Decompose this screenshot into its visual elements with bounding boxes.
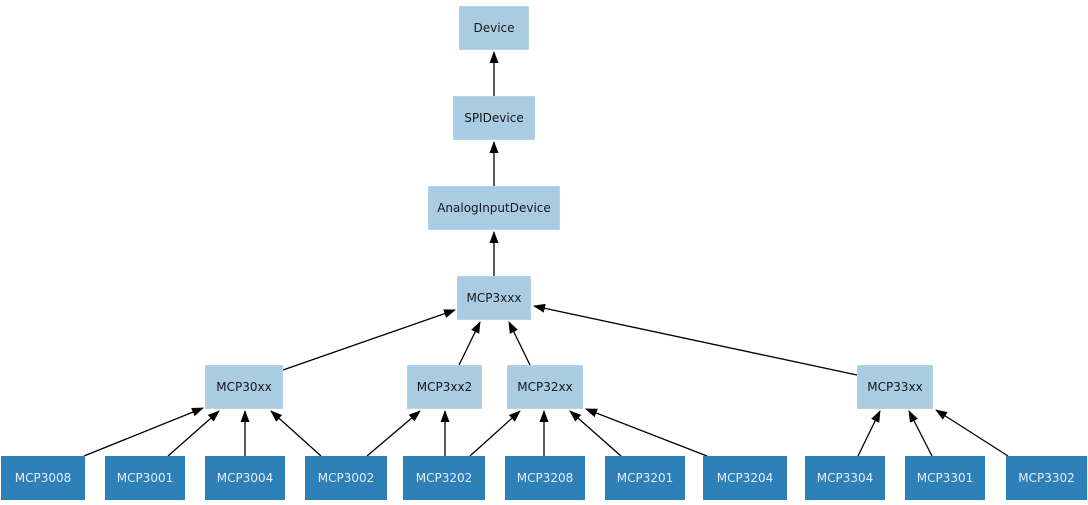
inherits-edge-MCP3302-to-MCP33xx [935, 409, 1009, 457]
class-node-MCP3001[interactable]: MCP3001 [105, 456, 185, 500]
class-node-SPIDevice[interactable]: SPIDevice [453, 96, 535, 140]
class-node-label: AnalogInputDevice [437, 201, 551, 215]
class-node-MCP33xx[interactable]: MCP33xx [857, 365, 933, 409]
class-node-label: MCP3304 [816, 471, 874, 485]
class-node-label: MCP3201 [616, 471, 674, 485]
inherits-edge-MCP3301-to-MCP33xx [908, 410, 933, 457]
class-node-label: MCP3208 [516, 471, 574, 485]
class-node-label: MCP33xx [867, 380, 923, 394]
class-node-MCP3208[interactable]: MCP3208 [505, 456, 585, 500]
class-node-MCP30xx[interactable]: MCP30xx [205, 365, 283, 409]
inherits-edge-MCP3202-to-MCP32xx [469, 410, 521, 457]
class-node-MCP3302[interactable]: MCP3302 [1006, 456, 1087, 500]
class-node-MCP3304[interactable]: MCP3304 [805, 456, 885, 500]
class-node-MCP3202[interactable]: MCP3202 [403, 456, 485, 500]
inherits-edge-MCP33xx-to-MCP3xxx [533, 303, 858, 376]
class-node-MCP3xxx[interactable]: MCP3xxx [457, 276, 531, 320]
class-node-label: MCP3301 [916, 471, 974, 485]
inherits-edge-MCP3001-to-MCP30xx [167, 410, 220, 457]
inherits-edge-MCP3002-to-MCP30xx [270, 410, 322, 457]
inherits-edge-MCP32xx-to-MCP3xxx [508, 321, 531, 366]
class-node-label: MCP3302 [1018, 471, 1075, 485]
inherits-edge-MCP3304-to-MCP33xx [857, 410, 881, 457]
inherits-edge-MCP3002-to-MCP3xx2 [366, 410, 421, 457]
inherits-edge-MCP3204-to-MCP32xx [585, 408, 708, 457]
class-node-label: MCP30xx [216, 380, 272, 394]
class-node-AnalogInputDevice[interactable]: AnalogInputDevice [428, 186, 560, 230]
class-node-MCP3xx2[interactable]: MCP3xx2 [407, 365, 482, 409]
inherits-edge-MCP3xx2-to-MCP3xxx [458, 321, 481, 366]
class-node-label: Device [473, 21, 515, 35]
class-node-label: MCP3204 [716, 471, 774, 485]
class-node-Device[interactable]: Device [459, 6, 529, 50]
inherits-edge-MCP3008-to-MCP30xx [83, 407, 204, 457]
class-node-MCP3204[interactable]: MCP3204 [703, 456, 787, 500]
class-node-MCP32xx[interactable]: MCP32xx [507, 365, 583, 409]
class-node-MCP3008[interactable]: MCP3008 [1, 456, 85, 500]
inherits-edge-MCP30xx-to-MCP3xxx [282, 309, 456, 371]
class-node-label: MCP3xx2 [416, 380, 473, 394]
class-node-label: SPIDevice [464, 111, 524, 125]
class-node-label: MCP32xx [517, 380, 573, 394]
class-node-MCP3301[interactable]: MCP3301 [905, 456, 985, 500]
class-node-MCP3004[interactable]: MCP3004 [205, 456, 285, 500]
class-node-label: MCP3202 [415, 471, 473, 485]
class-node-label: MCP3008 [14, 471, 72, 485]
class-node-label: MCP3xxx [466, 291, 522, 305]
class-node-MCP3201[interactable]: MCP3201 [605, 456, 685, 500]
inherits-edge-MCP3201-to-MCP32xx [569, 410, 622, 457]
class-node-label: MCP3001 [116, 471, 174, 485]
class-node-label: MCP3002 [317, 471, 375, 485]
class-node-MCP3002[interactable]: MCP3002 [305, 456, 387, 500]
class-node-label: MCP3004 [216, 471, 274, 485]
